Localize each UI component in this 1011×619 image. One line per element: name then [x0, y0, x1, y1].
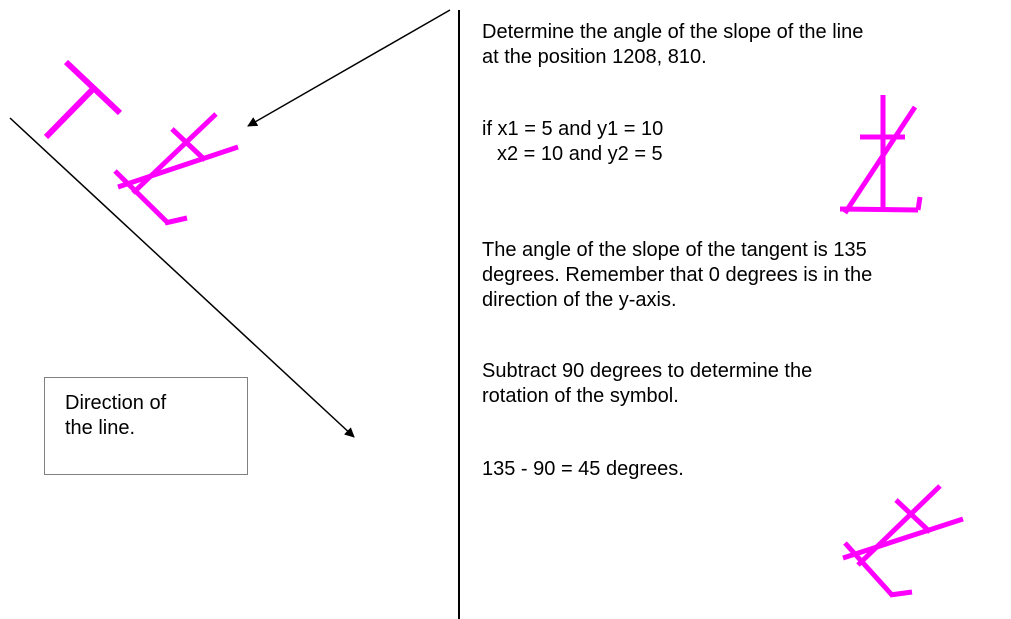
upright-symbol-right — [839, 95, 923, 215]
subtract-text: Subtract 90 degrees to determine the rot… — [482, 359, 812, 409]
direction-label-line2: the line. — [65, 417, 136, 439]
result-text: 135 - 90 = 45 degrees. — [482, 457, 684, 482]
direction-label-text: Direction of the line. — [65, 391, 166, 441]
angle-text: The angle of the slope of the tangent is… — [482, 238, 872, 313]
angle-line1: The angle of the slope of the tangent is… — [482, 239, 867, 261]
coords-line1: if x1 = 5 and y1 = 10 — [482, 118, 664, 140]
pointer-arrow — [247, 9, 451, 127]
direction-label-line1: Direction of — [65, 392, 167, 414]
result-line: 135 - 90 = 45 degrees. — [482, 458, 684, 480]
direction-line-arrow — [9, 117, 355, 438]
intro-line1: Determine the angle of the slope of the … — [482, 21, 864, 43]
coords-line2: x2 = 10 and y2 = 5 — [497, 143, 663, 165]
subtract-line2: rotation of the symbol. — [482, 385, 679, 407]
intro-line2: at the position 1208, 810. — [482, 46, 707, 68]
coords-text: if x1 = 5 and y1 = 10 x2 = 10 and y2 = 5 — [482, 117, 663, 167]
rotated-symbol-left — [113, 112, 239, 226]
rotated-symbol-right — [842, 484, 964, 598]
subtract-line1: Subtract 90 degrees to determine the — [482, 360, 813, 382]
direction-label-box: Direction of the line. — [44, 377, 248, 475]
angle-line3: direction of the y-axis. — [482, 289, 677, 311]
angle-line2: degrees. Remember that 0 degrees is in t… — [482, 264, 873, 286]
intro-text: Determine the angle of the slope of the … — [482, 20, 863, 70]
t-symbol — [43, 59, 123, 140]
